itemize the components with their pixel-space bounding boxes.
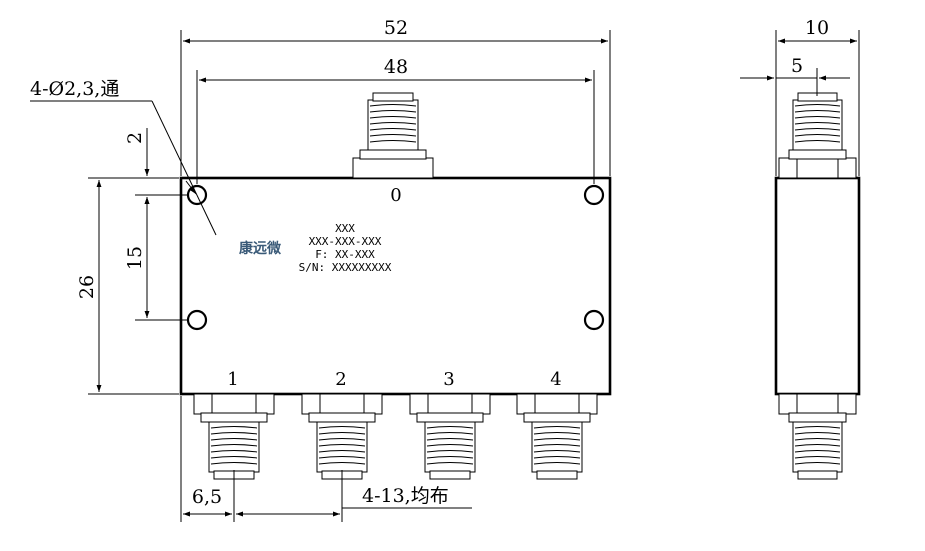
dim-overall-height: 26	[76, 275, 98, 299]
mounting-hole-bottom-left	[186, 309, 208, 331]
output-connector-2	[301, 393, 383, 480]
output-connector-4	[516, 393, 598, 480]
output-connector-1	[193, 393, 275, 480]
dim-hole-edge-offset: 2	[124, 132, 146, 144]
port-label-3: 3	[443, 369, 454, 390]
output-connector-3	[409, 393, 491, 480]
dim-overall-width: 52	[384, 17, 408, 39]
brand-logo: 康远微	[239, 240, 282, 257]
splitter-body	[179, 176, 612, 396]
label-model: XXX	[335, 222, 355, 235]
nameplate: 康远微 XXX XXX-XXX-XXX F: XX-XXX S/N: XXXXX…	[239, 222, 392, 274]
port-label-input: 0	[390, 185, 401, 206]
side-top-connector	[778, 92, 857, 179]
input-connector	[352, 92, 434, 179]
dim-side-width: 10	[805, 17, 829, 39]
dim-hole-spacing-y: 15	[124, 246, 146, 270]
label-serial: S/N: XXXXXXXXX	[299, 261, 392, 274]
label-frequency: F: XX-XXX	[315, 248, 375, 261]
dim-side-half-width: 5	[791, 55, 803, 77]
port-label-2: 2	[335, 369, 346, 390]
side-view: 10 5	[740, 17, 861, 480]
dim-port-pitch: 4-13,均布	[362, 485, 449, 507]
dim-first-port-offset: 6,5	[192, 486, 222, 508]
port-label-4: 4	[550, 369, 561, 390]
mounting-hole-top-right	[583, 184, 605, 206]
label-part-number: XXX-XXX-XXX	[309, 235, 382, 248]
side-bottom-connector	[778, 393, 857, 480]
front-dimensions: 52 48 4-Ø2,3,通 2 15 26 6,5	[30, 17, 611, 522]
side-body	[774, 176, 861, 396]
port-label-1: 1	[227, 369, 238, 390]
dim-hole-spacing-x: 48	[384, 56, 408, 78]
mounting-hole-bottom-right	[583, 309, 605, 331]
front-view: 0 1 2 3 4 康远微 XXX XXX-XXX-XXX F: XX-XXX …	[179, 92, 612, 480]
dim-hole-spec: 4-Ø2,3,通	[30, 78, 119, 100]
output-connectors	[193, 393, 598, 480]
